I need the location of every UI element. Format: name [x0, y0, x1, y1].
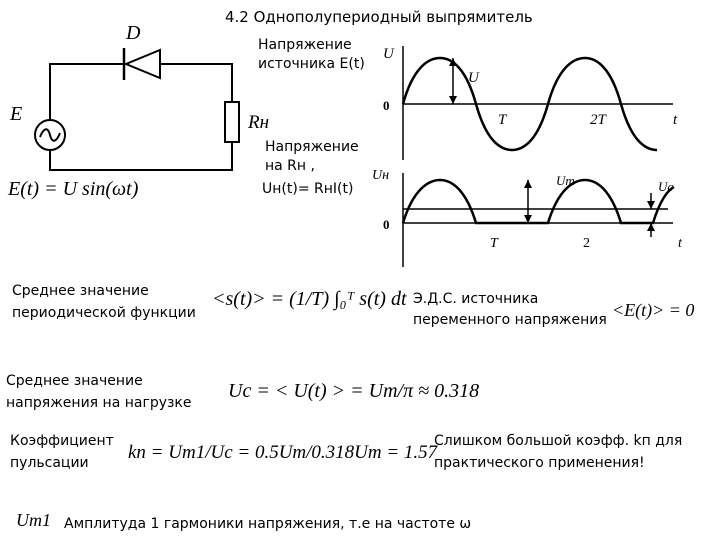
top-x-axis-label: t	[673, 112, 678, 128]
load-mean-label-1: Среднее значение	[6, 373, 143, 389]
page-title: 4.2 Однополупериодный выпрямитель	[225, 8, 533, 26]
load-voltage-graph: Uн Um Uc 0 T 2 t	[372, 168, 683, 267]
emf-note-2: переменного напряжения	[413, 312, 607, 328]
bottom-graph-caption-2: на Rн ,	[265, 158, 315, 174]
bottom-y-axis-label: Uн	[372, 168, 389, 183]
top-amplitude-label: U	[468, 70, 480, 86]
diode-symbol	[118, 48, 162, 80]
bottom-amplitude-label: Um	[556, 173, 575, 188]
top-tick-2t: 2T	[590, 112, 608, 128]
ripple-note-2: практического применения!	[434, 455, 645, 471]
top-tick-t: T	[498, 112, 508, 128]
load-mean-label-2: напряжения на нагрузке	[6, 395, 192, 411]
diode-label: D	[126, 22, 141, 44]
mean-label-2: периодической функции	[12, 305, 196, 321]
load-mean-formula: Uc = < U(t) > = Um/π ≈ 0.318	[228, 380, 480, 402]
bottom-tick-2: 2	[583, 236, 590, 251]
top-zero-label: 0	[383, 98, 390, 113]
source-voltage-graph: U U 0 T 2T t	[383, 46, 678, 160]
bottom-tick-t: T	[490, 236, 499, 251]
bottom-graph-caption-3: Uн(t)= RнI(t)	[262, 181, 354, 197]
source-label: E	[10, 103, 23, 125]
load-label: Rн	[248, 112, 270, 133]
top-y-axis-label: U	[383, 46, 395, 62]
bottom-avg-label: Uc	[658, 179, 673, 194]
emf-formula: <E(t)> = 0	[612, 300, 695, 320]
footer-symbol: Um1	[16, 510, 51, 530]
ripple-note-1: Слишком большой коэфф. kп для	[434, 433, 683, 449]
footer-text: Амплитуда 1 гармоники напряжения, т.е на…	[64, 516, 472, 532]
ripple-label-2: пульсации	[10, 455, 89, 471]
mean-formula: <s(t)> = (1/T) ∫₀ᵀ s(t) dt	[212, 288, 407, 310]
ripple-label-1: Коэффициент	[10, 433, 114, 449]
top-graph-caption-2: источника E(t)	[258, 56, 365, 72]
source-formula: E(t) = U sin(ωt)	[8, 178, 139, 200]
ripple-formula: kп = Um1/Uc = 0.5Um/0.318Um = 1.57	[128, 442, 438, 463]
bottom-graph-caption-1: Напряжение	[265, 139, 359, 155]
resistor-symbol	[224, 101, 240, 143]
bottom-zero-label: 0	[383, 217, 390, 232]
bottom-x-axis-label: t	[678, 236, 683, 251]
top-graph-caption-1: Напряжение	[258, 37, 352, 53]
circuit-diagram	[34, 48, 240, 171]
mean-label-1: Среднее значение	[12, 283, 149, 299]
emf-note-1: Э.Д.С. источника	[413, 291, 539, 307]
